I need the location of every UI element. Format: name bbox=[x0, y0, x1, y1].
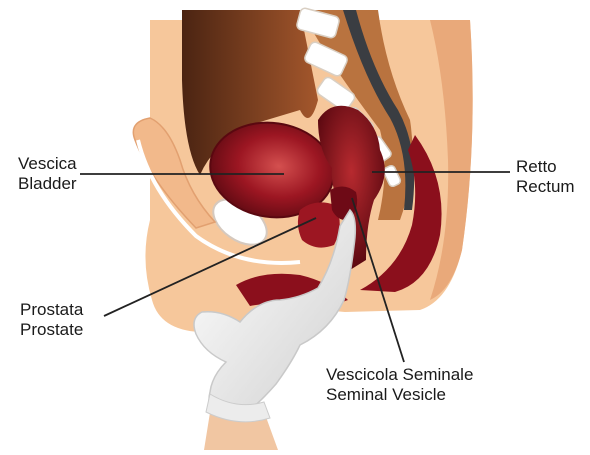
rectum-label-en: Rectum bbox=[516, 177, 575, 197]
seminal-vesicle-label-it: Vescicola Seminale bbox=[326, 365, 473, 385]
prostate-label-en: Prostate bbox=[20, 320, 83, 340]
bladder-label: Vescica Bladder bbox=[18, 154, 77, 194]
rectum-label: Retto Rectum bbox=[516, 157, 575, 197]
rectum-label-it: Retto bbox=[516, 157, 575, 177]
seminal-vesicle-label: Vescicola Seminale Seminal Vesicle bbox=[326, 365, 473, 405]
prostate-label: Prostata Prostate bbox=[20, 300, 83, 340]
prostate-label-it: Prostata bbox=[20, 300, 83, 320]
bladder-label-it: Vescica bbox=[18, 154, 77, 174]
bladder-label-en: Bladder bbox=[18, 174, 77, 194]
seminal-vesicle-label-en: Seminal Vesicle bbox=[326, 385, 473, 405]
